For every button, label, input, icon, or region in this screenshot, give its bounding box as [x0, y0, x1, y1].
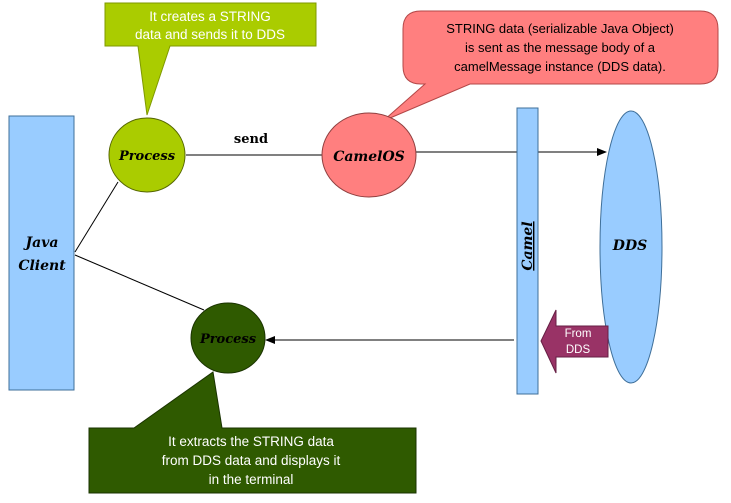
callout-top-red-line1: STRING data (serializable Java Object): [446, 21, 674, 36]
callout-top-green-line2: data and sends it to DDS: [135, 27, 285, 42]
process-bottom-circle: [190, 302, 266, 374]
java-client-box: [8, 115, 75, 391]
camel-label: Camel: [520, 221, 536, 270]
callout-bottom-dark-line2: from DDS data and displays it: [162, 453, 341, 468]
callout-top-red-line3: camelMessage instance (DDS data).: [454, 59, 666, 74]
process-top-circle: [108, 117, 186, 193]
camelos-label: CamelOS: [333, 149, 405, 165]
from-dds-label-line2: DDS: [566, 344, 591, 356]
callout-bottom-dark-line1: It extracts the STRING data: [168, 434, 334, 449]
send-label: send: [234, 132, 268, 147]
java-client-label-line1: Java: [23, 235, 59, 251]
edge-client-process-bottom: [74, 254, 205, 311]
callout-bottom-dark-line3: in the terminal: [209, 472, 294, 487]
dds-label: DDS: [612, 238, 647, 254]
callout-top-red-line2: is sent as the message body of a: [465, 40, 656, 55]
camel-bar: [516, 107, 539, 395]
edge-client-process-top: [74, 181, 119, 253]
callout-top-green-bubble: [104, 2, 317, 116]
callout-top-red-bubble: [382, 10, 719, 122]
callout-top-green-line1: It creates a STRING: [149, 9, 271, 24]
java-client-label-line2: Client: [18, 258, 66, 274]
process-bottom-label: Process: [199, 332, 257, 347]
from-dds-arrow: [540, 309, 609, 374]
camelos-circle: [321, 112, 417, 198]
process-top-label: Process: [118, 149, 176, 164]
dds-ellipse: [599, 110, 663, 384]
callout-bottom-dark-bubble: [88, 371, 417, 494]
from-dds-label-line1: From: [565, 328, 592, 340]
